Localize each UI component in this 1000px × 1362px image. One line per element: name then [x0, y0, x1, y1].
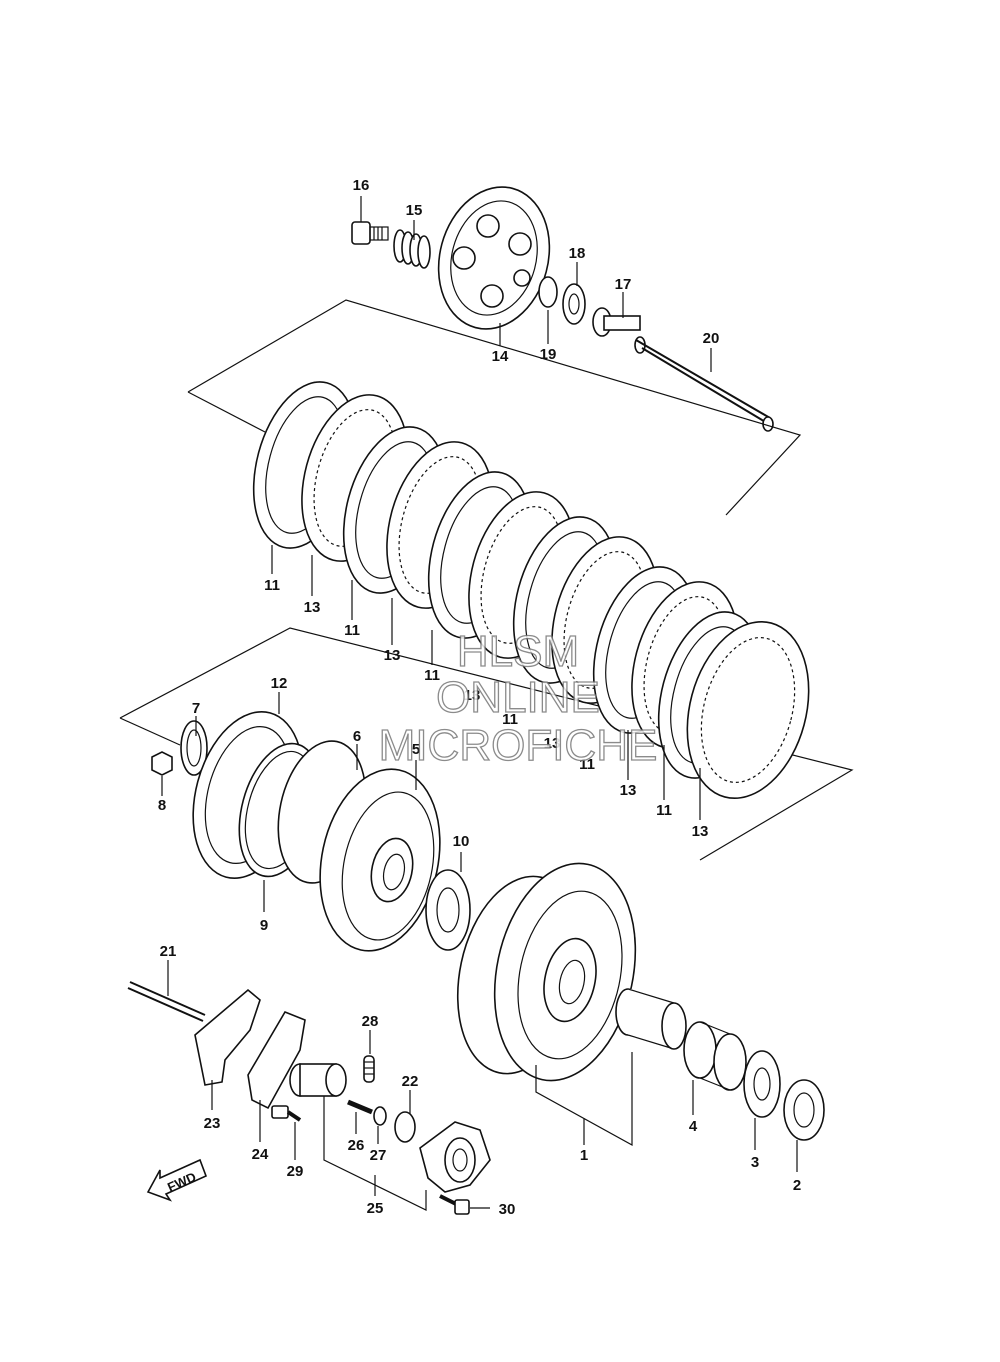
- gasket-24-shape: [247, 1011, 306, 1110]
- part-label-7: 7: [192, 700, 200, 717]
- part-labels: 1 2 3 4 5 6 7 8 9 10 11 12 13 14 15 16 1…: [158, 177, 801, 1218]
- part-label-13-repeat: 13: [464, 687, 481, 704]
- bolt-16-shape: [351, 221, 389, 245]
- part-label-18: 18: [569, 245, 586, 262]
- pressure-plate-14-shape: [437, 186, 551, 330]
- release-group: FWD: [127, 981, 491, 1215]
- clutch-plate-stack: [252, 381, 810, 800]
- part-label-20: 20: [703, 330, 720, 347]
- part-label-27: 27: [370, 1147, 387, 1164]
- needle-bearing-4-shape: [683, 1021, 747, 1091]
- washer-27-shape: [373, 1106, 387, 1126]
- part-label-28: 28: [362, 1013, 379, 1030]
- part-label-17: 17: [615, 276, 632, 293]
- part-label-11: 11: [264, 577, 280, 594]
- part-label-1: 1: [580, 1147, 588, 1164]
- part-label-26: 26: [348, 1137, 365, 1154]
- part-label-13-repeat: 13: [544, 735, 561, 752]
- bolt-30-shape: [439, 1194, 470, 1215]
- part-label-8: 8: [158, 797, 166, 814]
- bracket-23-shape: [194, 988, 261, 1086]
- push-piece-17-shape: [592, 307, 646, 354]
- clutch-hub-5-shape: [319, 768, 441, 952]
- bolt-29-shape: [271, 1105, 302, 1122]
- release-camshaft-shape: [289, 1063, 347, 1097]
- repeat-labels: 11 11 11 11 11 11 13 13 13 13 13 13 13: [344, 622, 708, 840]
- part-label-3: 3: [751, 1154, 759, 1171]
- watermark-line-2: ONLINE: [436, 673, 600, 722]
- part-label-21: 21: [160, 943, 177, 960]
- part-label-11-repeat: 11: [424, 667, 440, 684]
- watermark-line-1: HLSM: [457, 627, 579, 676]
- part-label-14: 14: [492, 348, 509, 365]
- screw-26-shape: [347, 1099, 373, 1115]
- spring-15-shape: [393, 229, 431, 269]
- part-label-10: 10: [453, 833, 470, 850]
- rod-21-shape: [127, 981, 206, 1022]
- watermark-line-3: MICROFICHE: [379, 721, 658, 770]
- part-label-25: 25: [367, 1200, 384, 1217]
- part-label-11-repeat: 11: [579, 756, 595, 773]
- part-label-13-repeat: 13: [620, 782, 637, 799]
- part-label-11-repeat: 11: [344, 622, 360, 639]
- nut-8-shape: [151, 751, 173, 776]
- part-label-24: 24: [252, 1146, 269, 1163]
- bearing-18-shape: [562, 283, 586, 325]
- housing-group: [456, 862, 825, 1141]
- part-label-13-repeat: 13: [692, 823, 709, 840]
- part-label-16: 16: [353, 177, 370, 194]
- watermark: HLSM ONLINE MICROFICHE: [378, 626, 658, 770]
- steel-plate: [686, 620, 810, 800]
- fwd-arrow-icon: FWD: [146, 1158, 208, 1202]
- pressure-plate-group: [351, 186, 774, 432]
- part-label-12: 12: [271, 675, 288, 692]
- hub-group: [151, 711, 471, 952]
- part-label-15: 15: [406, 202, 423, 219]
- spring-28-shape: [363, 1055, 375, 1083]
- plate-stack-frame-lower: [119, 627, 854, 861]
- part-label-5: 5: [412, 741, 420, 758]
- release-cover-shape: [419, 1121, 491, 1193]
- part-label-4: 4: [689, 1118, 698, 1135]
- part-label-22: 22: [402, 1073, 419, 1090]
- leader-lines: [161, 196, 798, 1211]
- part-label-23: 23: [204, 1115, 221, 1132]
- part-label-11-repeat: 11: [502, 711, 518, 728]
- part-label-29: 29: [287, 1163, 304, 1180]
- part-label-19: 19: [540, 346, 557, 363]
- washer-7-shape: [180, 720, 208, 776]
- part-label-9: 9: [260, 917, 268, 934]
- part-label-6: 6: [353, 728, 361, 745]
- spacer-bushing-shape: [615, 988, 687, 1050]
- thrust-washer-10-shape: [425, 869, 471, 951]
- washer-3-shape: [743, 1050, 781, 1118]
- washer-2-shape: [783, 1079, 825, 1141]
- plate-stack-frame-upper: [187, 299, 802, 516]
- part-label-11-repeat: 11: [656, 802, 672, 819]
- part-label-13: 13: [304, 599, 321, 616]
- part-label-2: 2: [793, 1177, 801, 1194]
- part-label-30: 30: [499, 1201, 516, 1218]
- oil-seal-22-shape: [394, 1111, 416, 1143]
- washer-19-shape: [538, 276, 558, 308]
- primary-gear-housing-1-shape: [456, 862, 637, 1082]
- pushrod-20-shape: [635, 339, 774, 432]
- part-label-13-repeat: 13: [384, 647, 401, 664]
